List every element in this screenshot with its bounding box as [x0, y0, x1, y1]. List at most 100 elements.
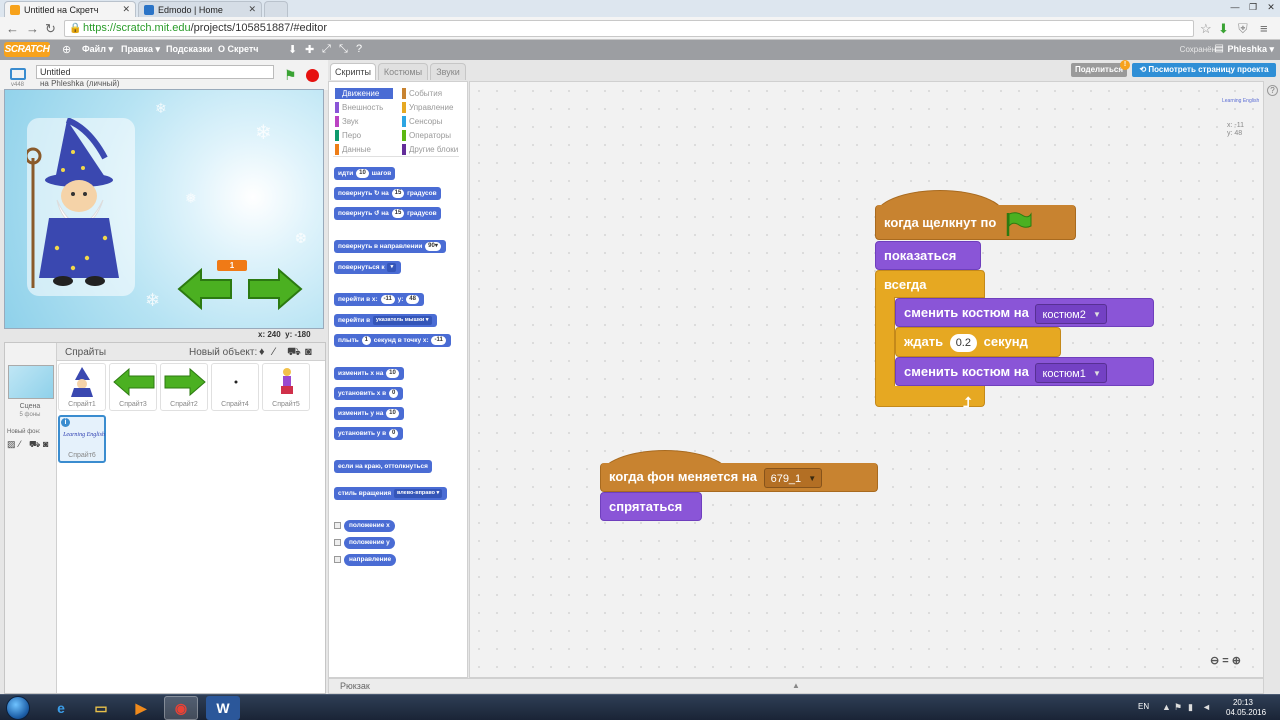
block-change-y[interactable]: изменить у на 10: [334, 407, 404, 420]
backdrop-dropdown[interactable]: 679_1: [763, 467, 823, 489]
block-switch-costume-1[interactable]: сменить костюм на костюм1: [895, 357, 1154, 386]
zoom-in-icon[interactable]: ⊕: [1231, 655, 1241, 667]
windows-start-icon[interactable]: [6, 696, 30, 720]
green-flag-icon[interactable]: ⚑: [284, 67, 297, 83]
block-set-y[interactable]: установить у в 0: [334, 427, 404, 440]
menu-about[interactable]: О Скретч: [218, 44, 259, 54]
internet-explorer-icon[interactable]: e: [57, 700, 65, 716]
download-icon[interactable]: ⬇: [1218, 21, 1229, 36]
block-wait[interactable]: ждать 0.2 секунд: [895, 327, 1061, 357]
block-change-x[interactable]: изменить х на 10: [334, 367, 404, 380]
close-window-icon[interactable]: ✕: [1267, 2, 1275, 12]
block-go-to[interactable]: перейти в указатель мышки ▾: [334, 314, 437, 327]
block-when-backdrop-switches[interactable]: когда фон меняется на 679_1: [600, 463, 878, 492]
camera-icon[interactable]: ◙: [305, 346, 312, 358]
browser-tab-edmodo[interactable]: Edmodo | Home ✕: [138, 1, 262, 17]
help-icon[interactable]: ?: [356, 43, 363, 55]
backdrop-library-icon[interactable]: ▨: [7, 439, 16, 449]
menu-icon[interactable]: ≡: [1260, 21, 1268, 36]
maximize-icon[interactable]: ❐: [1248, 2, 1258, 12]
sprite-tile-6[interactable]: i Learning English Спрайт6: [58, 415, 106, 463]
shrink-icon[interactable]: ⤡: [339, 43, 348, 55]
sprite-library-icon[interactable]: ♦: [259, 346, 265, 358]
costume-dropdown[interactable]: костюм1: [1035, 362, 1107, 384]
chevron-up-icon[interactable]: ▲: [792, 681, 800, 690]
close-icon[interactable]: ✕: [122, 4, 130, 14]
forward-arrow-icon[interactable]: →: [26, 21, 39, 36]
zoom-out-icon[interactable]: ⊖: [1210, 655, 1220, 667]
sprite-tile-2[interactable]: Спрайт2: [160, 363, 208, 411]
stop-button[interactable]: [306, 69, 319, 82]
block-point-towards[interactable]: повернуться к ▾: [334, 261, 402, 274]
block-move-steps[interactable]: идти 10 шагов: [334, 167, 396, 180]
checkbox-x-position[interactable]: [334, 522, 341, 529]
backpack[interactable]: Рюкзак ▲: [328, 678, 1264, 694]
block-hide[interactable]: спрятаться: [600, 492, 702, 521]
info-icon[interactable]: i: [61, 418, 70, 427]
duplicate-icon[interactable]: ⬇: [288, 44, 298, 56]
block-rotation-style[interactable]: стиль вращения влево-вправо ▾: [334, 487, 448, 500]
category-data[interactable]: Данные: [335, 144, 393, 155]
user-menu[interactable]: Phleshka ▾: [1227, 44, 1274, 54]
clock[interactable]: 20:13 04.05.2016: [1226, 698, 1267, 717]
block-set-x[interactable]: установить х в 0: [334, 387, 404, 400]
menu-edit[interactable]: Правка ▾: [121, 44, 161, 54]
help-icon[interactable]: ?: [1267, 85, 1278, 96]
category-control[interactable]: Управление: [402, 102, 460, 113]
block-bounce-edge[interactable]: если на краю, оттолкнуться: [334, 460, 432, 473]
checkbox-y-position[interactable]: [334, 539, 341, 546]
stage-mode-icon[interactable]: [10, 68, 26, 80]
block-turn-right[interactable]: повернуть ↻ на 15 градусов: [334, 187, 441, 200]
file-explorer-icon[interactable]: ▭: [94, 699, 108, 716]
wait-seconds-input[interactable]: 0.2: [949, 333, 977, 352]
category-events[interactable]: События: [402, 88, 460, 99]
camera-icon[interactable]: ◙: [43, 439, 49, 449]
upload-icon[interactable]: ⛟: [287, 346, 301, 358]
stage[interactable]: ❄ ❄ ❅ ❆ ❄ 1: [4, 89, 324, 329]
block-turn-left[interactable]: повернуть ↺ на 15 градусов: [334, 207, 441, 220]
media-player-icon[interactable]: ▶: [135, 699, 147, 716]
menu-file[interactable]: Файл ▾: [82, 44, 113, 54]
new-tab-button[interactable]: [264, 1, 288, 17]
sprite-tile-1[interactable]: Спрайт1: [58, 363, 106, 411]
reporter-x-position[interactable]: положение х: [344, 520, 395, 532]
word-icon[interactable]: W: [206, 696, 240, 720]
grow-icon[interactable]: ⤢: [322, 43, 331, 55]
category-sensing[interactable]: Сенсоры: [402, 116, 460, 127]
stage-thumbnail[interactable]: [8, 365, 54, 399]
url-input[interactable]: 🔒 https://scratch.mit.edu/projects/10585…: [64, 20, 1194, 37]
chrome-icon[interactable]: ◉: [164, 696, 198, 720]
star-icon[interactable]: ☆: [1200, 21, 1212, 36]
block-forever[interactable]: всегда: [875, 270, 985, 298]
signal-icon[interactable]: ▮: [1188, 702, 1193, 712]
sprite-tile-4[interactable]: Спрайт4: [211, 363, 259, 411]
shield-icon[interactable]: ⛨: [1238, 21, 1248, 36]
left-arrow-sprite[interactable]: [177, 266, 233, 312]
category-operators[interactable]: Операторы: [402, 130, 460, 141]
zoom-reset-icon[interactable]: =: [1222, 655, 1229, 667]
sprite-tile-3[interactable]: Спрайт3: [109, 363, 157, 411]
menu-tips[interactable]: Подсказки: [166, 44, 213, 54]
share-button[interactable]: Поделиться: [1071, 63, 1127, 77]
close-icon[interactable]: ✕: [248, 4, 256, 14]
upload-icon[interactable]: ⛟: [29, 439, 41, 449]
scratch-logo[interactable]: SCRATCH: [4, 42, 50, 57]
block-point-direction[interactable]: повернуть в направлении 90▾: [334, 240, 446, 253]
wizard-sprite[interactable]: [27, 118, 135, 296]
right-arrow-sprite[interactable]: [247, 266, 303, 312]
tab-scripts[interactable]: Скрипты: [330, 63, 376, 80]
minimize-icon[interactable]: —: [1230, 2, 1240, 12]
category-sound[interactable]: Звук: [335, 116, 393, 127]
tab-sounds[interactable]: Звуки: [430, 63, 466, 80]
checkbox-direction[interactable]: [334, 556, 341, 563]
costume-dropdown[interactable]: костюм2: [1035, 303, 1107, 325]
category-pen[interactable]: Перо: [335, 130, 393, 141]
view-project-page-button[interactable]: ⟲ Посмотреть страницу проекта: [1132, 63, 1276, 77]
category-looks[interactable]: Внешность: [335, 102, 393, 113]
tab-costumes[interactable]: Костюмы: [378, 63, 428, 80]
block-switch-costume-2[interactable]: сменить костюм на костюм2: [895, 298, 1154, 327]
reporter-direction[interactable]: направление: [344, 554, 397, 566]
block-show[interactable]: показаться: [875, 241, 981, 270]
reload-icon[interactable]: ↻: [45, 21, 56, 36]
reporter-y-position[interactable]: положение у: [344, 537, 395, 549]
